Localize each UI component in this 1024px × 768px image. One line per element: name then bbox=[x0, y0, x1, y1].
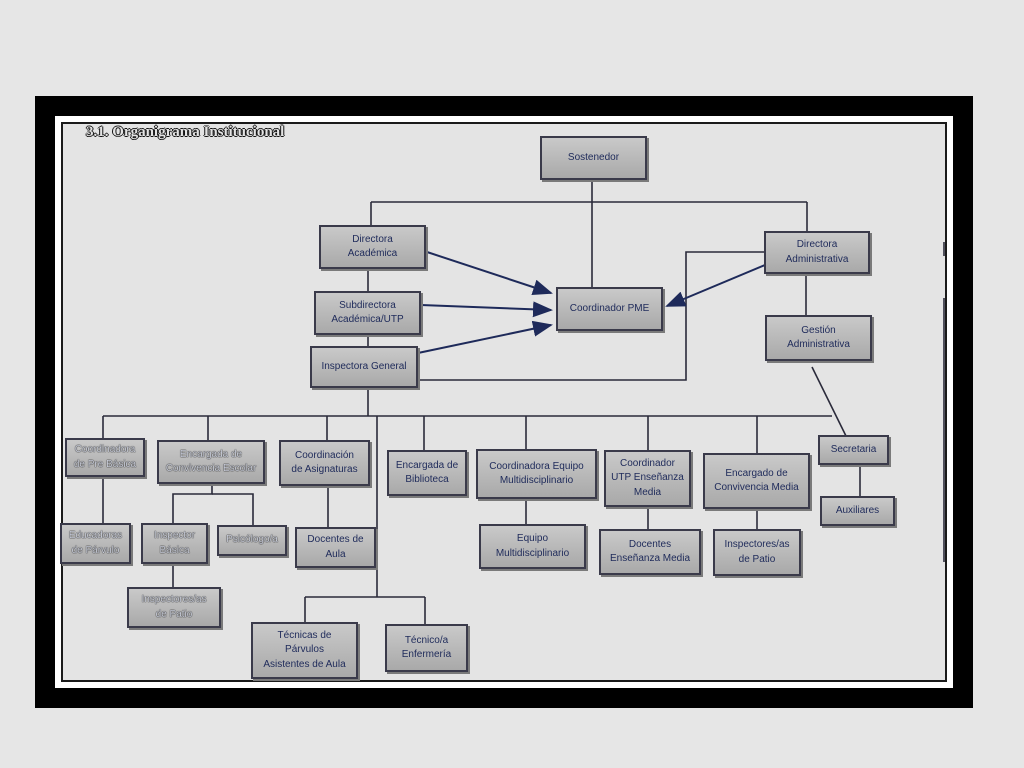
node-psicologo: Psicólogo/a bbox=[217, 525, 287, 556]
node-sostenedor: Sostenedor bbox=[540, 136, 647, 180]
node-inspectores-patio-media: Inspectores/as de Patio bbox=[713, 529, 801, 576]
node-inspector-basica: Inspector Básica bbox=[141, 523, 208, 564]
node-coordinador-pme: Coordinador PME bbox=[556, 287, 663, 331]
node-encargado-convivencia-media: Encargado de Convivencia Media bbox=[703, 453, 810, 509]
node-subdirectora-academica: Subdirectora Académica/UTP bbox=[314, 291, 421, 335]
node-inspectora-general: Inspectora General bbox=[310, 346, 418, 388]
node-coordinacion-asignaturas: Coordinación de Asignaturas bbox=[279, 440, 370, 486]
node-coordinadora-pre-basica: Coordinadora de Pre Básica bbox=[65, 438, 145, 477]
node-coordinadora-equipo-multidisciplinario: Coordinadora Equipo Multidisciplinario bbox=[476, 449, 597, 499]
node-docentes-aula: Docentes de Aula bbox=[295, 527, 376, 568]
node-educadoras-parvulo: Educadoras de Párvulo bbox=[60, 523, 131, 564]
page-title: 3.1. Organigrama Institucional bbox=[86, 124, 285, 140]
node-equipo-multidisciplinario: Equipo Multidisciplinario bbox=[479, 524, 586, 569]
node-coordinador-utp-media: Coordinador UTP Enseñanza Media bbox=[604, 450, 691, 507]
node-encargada-biblioteca: Encargada de Biblioteca bbox=[387, 450, 467, 496]
node-secretaria: Secretaria bbox=[818, 435, 889, 465]
node-gestion-administrativa: Gestión Administrativa bbox=[765, 315, 872, 361]
node-directora-academica: Directora Académica bbox=[319, 225, 426, 269]
node-docentes-ensenanza-media: Docentes Enseñanza Media bbox=[599, 529, 701, 575]
node-inspectores-patio-basica: Inspectores/as de Patio bbox=[127, 587, 221, 628]
node-directora-administrativa: Directora Administrativa bbox=[764, 231, 870, 274]
node-auxiliares: Auxiliares bbox=[820, 496, 895, 526]
node-tecnicas-parvulos: Técnicas de Párvulos Asistentes de Aula bbox=[251, 622, 358, 679]
node-encargada-convivencia-escolar: Encargada de Convivencia Escolar bbox=[157, 440, 265, 484]
node-tecnico-enfermeria: Técnico/a Enfermería bbox=[385, 624, 468, 672]
